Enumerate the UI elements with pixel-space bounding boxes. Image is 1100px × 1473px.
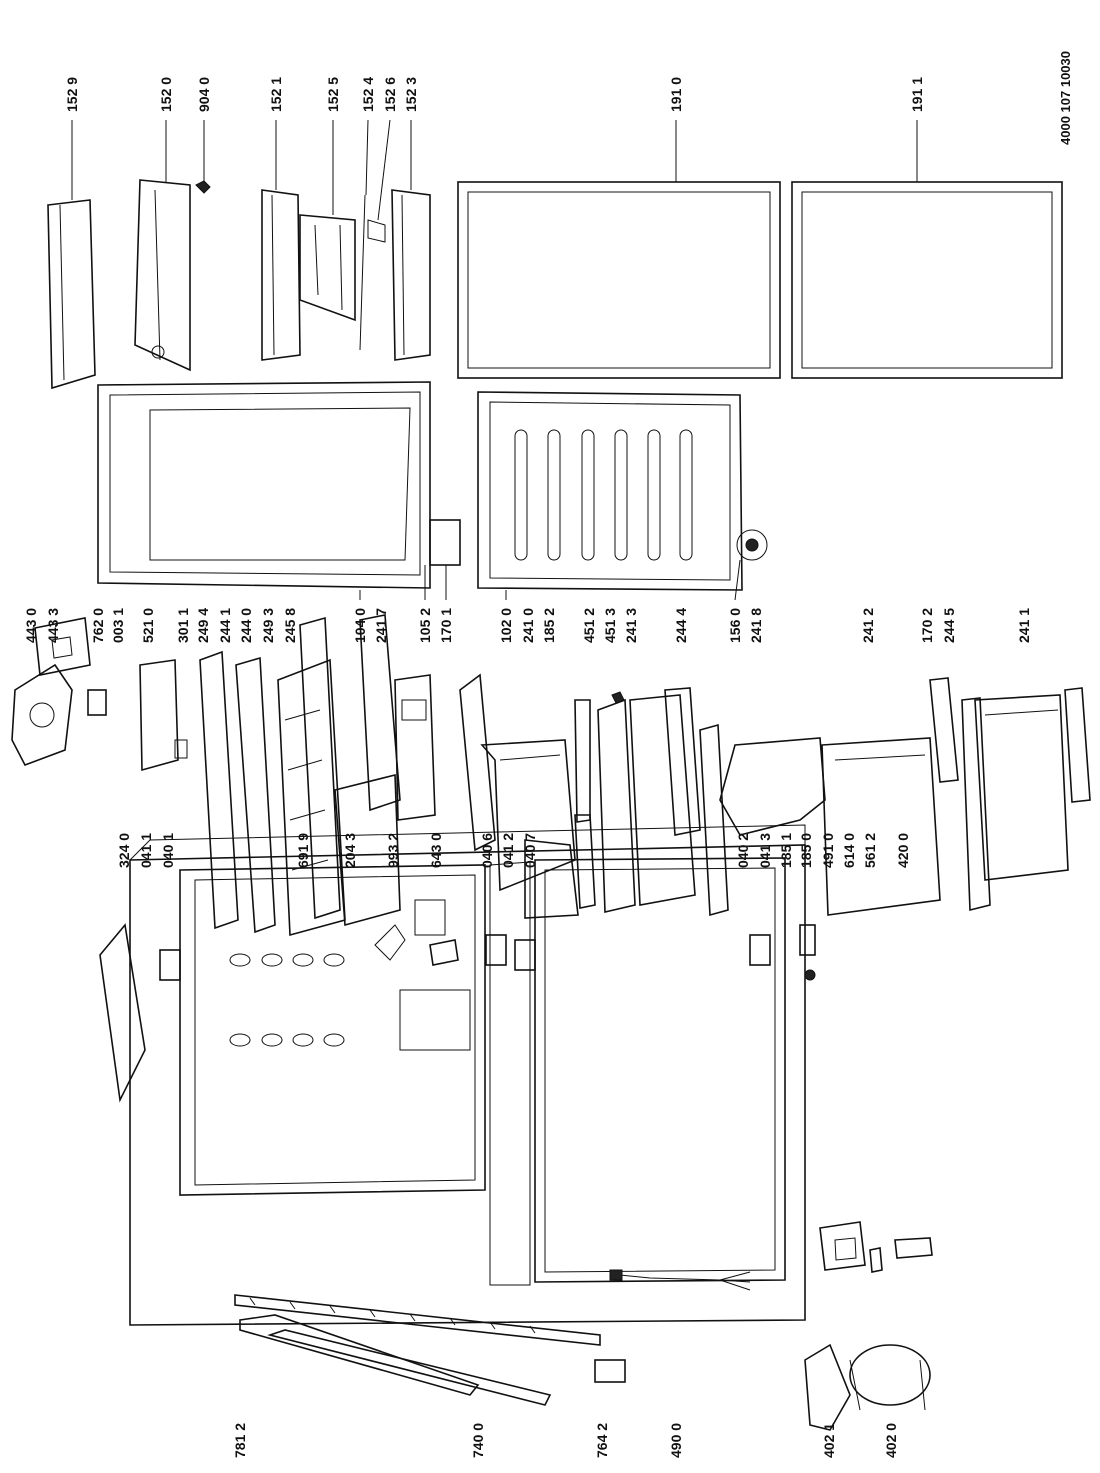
callout-label: 170 1: [438, 608, 454, 643]
callout-label: 451 3: [602, 608, 618, 643]
callout-label: 191 1: [909, 77, 925, 112]
callout-label: 102 0: [498, 608, 514, 643]
callout-labels: 152 9 152 0 904 0 152 1 152 5 152 4 152 6 152 3…: [23, 77, 1032, 1458]
callout-label: 244 1: [217, 608, 233, 643]
callout-label: 301 1: [175, 608, 191, 643]
callout-label: 003 1: [110, 608, 126, 643]
callout-label: 451 2: [581, 608, 597, 643]
part-hinges-lower: [159, 924, 816, 981]
callout-label: 249 3: [260, 608, 276, 643]
part-gasket-1911: [791, 120, 1063, 379]
part-wire-9932: [374, 924, 459, 966]
callout-label: 156 0: [727, 608, 743, 643]
part-shelves-2441: [199, 616, 346, 937]
callout-label: 170 2: [919, 608, 935, 643]
callout-label: 040 2: [735, 833, 751, 868]
callout-label: 152 1: [268, 77, 284, 112]
callout-label: 204 3: [342, 833, 358, 868]
callout-label: 040 7: [522, 833, 538, 868]
part-panel-3240: [99, 923, 146, 1103]
part-bracket-1525: [299, 119, 391, 351]
callout-label: 105 2: [417, 608, 433, 643]
callout-label: 244 5: [941, 608, 957, 643]
callout-label: 691 9: [295, 833, 311, 868]
part-drawer-2413: [597, 687, 729, 917]
callout-label: 244 4: [673, 608, 689, 643]
part-condenser-7400: [234, 1294, 601, 1346]
callout-label: 402 0: [883, 1423, 899, 1458]
callout-label: 443 0: [23, 608, 39, 643]
callout-label: 241 3: [623, 608, 639, 643]
part-dryer-7642: [594, 1359, 626, 1383]
part-handle-1520: [134, 120, 211, 372]
callout-label: 152 4: [360, 77, 376, 112]
callout-label: 191 0: [668, 77, 684, 112]
part-trim-1521: [261, 120, 301, 361]
callout-label: 185 1: [778, 833, 794, 868]
part-relay-4910: [819, 1221, 933, 1273]
part-drawer-2418: [719, 677, 1091, 916]
callout-label: 762 0: [90, 608, 106, 643]
callout-label: 643 0: [428, 833, 444, 868]
part-power-cord-4900: [609, 1269, 751, 1291]
callout-label: 402 1: [821, 1423, 837, 1458]
document-number: 4000 107 10030: [1058, 51, 1073, 145]
callout-label: 152 5: [325, 77, 341, 112]
callout-label: 185 2: [541, 608, 557, 643]
callout-label: 521 0: [140, 608, 156, 643]
callout-label: 904 0: [196, 77, 212, 112]
part-trim-1523: [391, 120, 431, 361]
part-cabinet: [129, 824, 806, 1326]
part-fan-1560: [734, 529, 768, 601]
part-compressor-4020: [804, 1343, 931, 1431]
callout-label: 241 7: [373, 608, 389, 643]
callout-label: 040 1: [160, 833, 176, 868]
part-pipe-7812: [239, 1314, 552, 1406]
part-gasket-1910: [457, 120, 781, 379]
callout-label: 241 0: [520, 608, 536, 643]
callout-label: 152 3: [403, 77, 419, 112]
callout-label: 104 0: [352, 608, 368, 643]
callout-label: 614 0: [841, 833, 857, 868]
callout-label: 241 1: [1016, 608, 1032, 643]
callout-label: 152 9: [64, 77, 80, 112]
part-door-bin-1529: [47, 120, 96, 390]
callout-label: 491 0: [820, 833, 836, 868]
callout-label: 241 2: [860, 608, 876, 643]
callout-label: 244 0: [238, 608, 254, 643]
callout-label: 740 0: [470, 1423, 486, 1458]
callout-label: 152 0: [158, 77, 174, 112]
callout-label: 245 8: [282, 608, 298, 643]
callout-label: 993 2: [385, 833, 401, 868]
callout-label: 185 0: [798, 833, 814, 868]
callout-label: 152 6: [382, 77, 398, 112]
callout-label: 781 2: [232, 1423, 248, 1458]
part-door-1040: [97, 381, 431, 600]
callout-label: 764 2: [594, 1423, 610, 1458]
part-fan-unit-4430: [11, 617, 91, 766]
callout-label: 490 0: [668, 1423, 684, 1458]
part-drawer-2410: [459, 673, 596, 919]
callout-label: 324 0: [116, 833, 132, 868]
callout-label: 241 8: [748, 608, 764, 643]
part-lamp-5210: [139, 659, 188, 772]
part-door-1020: [477, 391, 743, 600]
part-filter-7620: [87, 689, 107, 716]
callout-label: 041 3: [757, 833, 773, 868]
callout-label: 041 1: [138, 833, 154, 868]
callout-label: 249 4: [195, 608, 211, 643]
callout-label: 561 2: [862, 833, 878, 868]
callout-label: 443 3: [45, 608, 61, 643]
part-crisper-2043: [334, 614, 436, 927]
callout-label: 041 2: [500, 833, 516, 868]
callout-label: 040 6: [479, 833, 495, 868]
part-hinge-1052: [424, 519, 461, 600]
callout-label: 420 0: [895, 833, 911, 868]
